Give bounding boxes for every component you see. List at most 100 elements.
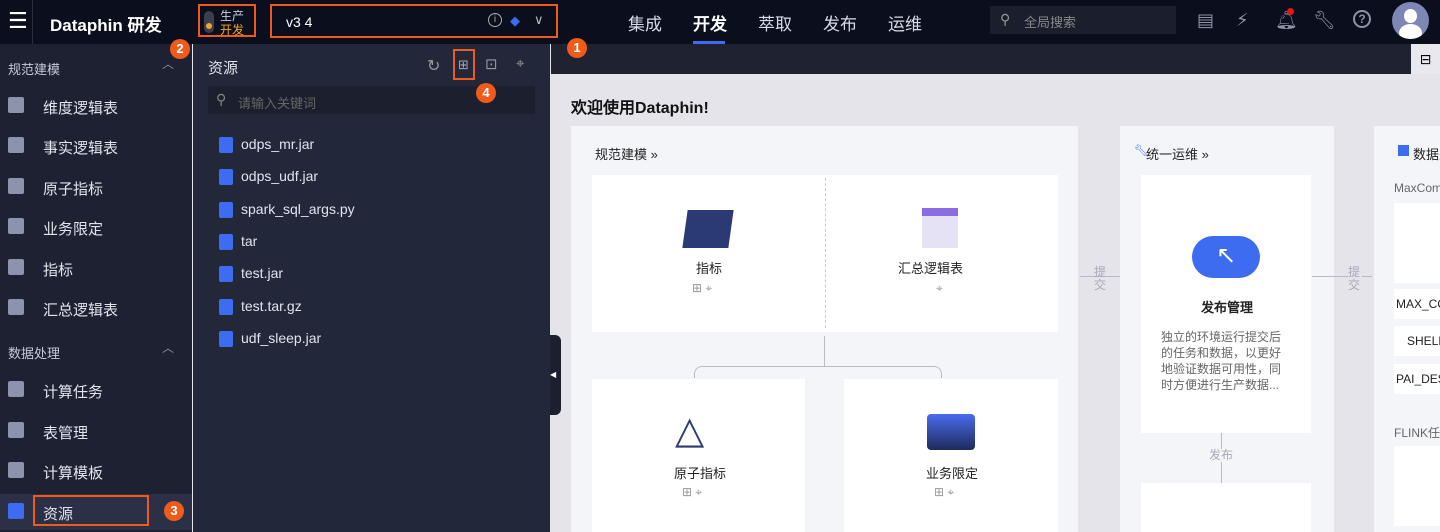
terminal-icon bbox=[1398, 145, 1409, 156]
section-modeling[interactable]: 规范建模 bbox=[8, 62, 61, 77]
file-icon bbox=[219, 169, 233, 185]
chevron-up-icon[interactable]: ︿ bbox=[162, 57, 175, 71]
file-plus-icon: ⊞ bbox=[458, 57, 469, 72]
info-icon[interactable]: i bbox=[488, 13, 502, 27]
data-title[interactable]: 数据处 bbox=[1413, 147, 1440, 162]
file-icon bbox=[219, 299, 233, 315]
chevron-down-icon[interactable]: ∨ bbox=[534, 12, 544, 27]
top-bar: ☰ Dataphin 研发 生产 开发 v3 4 i ◆ ∨ 集成 开发 萃取 … bbox=[0, 0, 1440, 44]
summary-icon bbox=[922, 208, 958, 248]
refresh-icon[interactable]: ↻ bbox=[427, 58, 441, 75]
add-icon[interactable]: ⊞ ⌖ bbox=[682, 485, 703, 499]
locate-icon[interactable]: ⌖ bbox=[516, 55, 525, 72]
task-type[interactable]: MAX_CO bbox=[1396, 297, 1440, 311]
maxcompute-label: MaxCom bbox=[1394, 181, 1440, 195]
sidebar-item-resource[interactable]: 资源 bbox=[0, 494, 192, 530]
section-processing[interactable]: 数据处理 bbox=[8, 346, 61, 361]
file-icon bbox=[219, 234, 233, 250]
nav-develop[interactable]: 开发 bbox=[693, 15, 727, 34]
wrench-icon: 🔧︎ bbox=[1134, 145, 1148, 157]
help-icon[interactable]: ? bbox=[1353, 10, 1371, 28]
summary-label[interactable]: 汇总逻辑表 bbox=[898, 261, 964, 276]
chevron-up-icon[interactable]: ︿ bbox=[162, 341, 175, 355]
cloud-publish-icon: ↖ bbox=[1192, 236, 1260, 278]
env-switch[interactable]: 生产 开发 bbox=[198, 4, 256, 37]
atomic-icon: △ bbox=[675, 410, 705, 452]
atomic-icon bbox=[8, 178, 24, 194]
nav-extract[interactable]: 萃取 bbox=[758, 15, 792, 34]
flink-label: FLINK任 bbox=[1394, 426, 1440, 440]
badge-3: 3 bbox=[164, 501, 184, 521]
sidebar: 规范建模 ︿ 维度逻辑表 事实逻辑表 原子指标 业务限定 指标 汇总逻辑表 数据… bbox=[0, 44, 192, 532]
avatar[interactable] bbox=[1392, 2, 1429, 39]
folder-plus-icon[interactable]: ⊡ bbox=[485, 56, 498, 73]
env-prod: 生产 bbox=[220, 9, 245, 23]
sidebar-item-summary[interactable]: 汇总逻辑表 bbox=[0, 290, 192, 326]
project-select[interactable]: v3 4 i ◆ ∨ bbox=[270, 4, 558, 38]
hamburger-icon[interactable]: ☰ bbox=[8, 8, 28, 33]
data-card: 数据处 MaxCom MAX_CO SHELL PAI_DES FLINK任 bbox=[1374, 126, 1440, 532]
table-icon bbox=[8, 422, 24, 438]
sidebar-item-fact[interactable]: 事实逻辑表 bbox=[0, 128, 192, 164]
fact-icon bbox=[8, 137, 24, 153]
new-file-button[interactable]: ⊞ bbox=[453, 49, 475, 80]
nav-ops[interactable]: 运维 bbox=[888, 15, 922, 34]
publish-label: 发布 bbox=[1209, 448, 1234, 462]
task-type[interactable]: PAI_DES bbox=[1396, 372, 1440, 386]
resource-panel: 资源 ↻ ⊞ ⊡ ⌖ ⚲ 请输入关键词 odps_mr.jar odps_udf… bbox=[193, 44, 550, 532]
file-icon bbox=[219, 266, 233, 282]
badge-2: 2 bbox=[170, 39, 190, 59]
search-icon: ⚲ bbox=[1000, 11, 1011, 27]
file-icon bbox=[219, 137, 233, 153]
metric-label[interactable]: 指标 bbox=[696, 261, 723, 276]
panel-title: 资源 bbox=[208, 60, 239, 77]
metric-icon bbox=[682, 210, 734, 248]
diamond-icon: ◆ bbox=[510, 13, 520, 28]
task-search-icon[interactable]: ▤ bbox=[1197, 10, 1215, 30]
welcome-title: 欢迎使用Dataphin! bbox=[571, 100, 709, 117]
tools-icon[interactable]: 🔧︎ bbox=[1313, 10, 1336, 30]
bell-icon[interactable]: 🔔︎ bbox=[1275, 10, 1298, 30]
ops-card: 统一运维 » 🔧︎ ↖ 发布管理 独立的环境运行提交后的任务和数据，以更好地验证… bbox=[1120, 126, 1334, 532]
sidebar-item-biz[interactable]: 业务限定 bbox=[0, 209, 192, 245]
modeling-card: 规范建模 » 指标 ⊞ ⌖ 汇总逻辑表 ⌖ △ 原子指标 ⊞ ⌖ 业务限定 ⊞ … bbox=[571, 126, 1078, 532]
search-icon: ⚲ bbox=[216, 91, 227, 107]
ops-desc: 独立的环境运行提交后的任务和数据，以更好地验证数据可用性，同时方便进行生产数据.… bbox=[1161, 330, 1282, 392]
biz-label[interactable]: 业务限定 bbox=[926, 466, 979, 481]
add-icon[interactable]: ⊞ ⌖ bbox=[934, 485, 955, 499]
project-name: v3 4 bbox=[286, 14, 313, 30]
env-dev: 开发 bbox=[220, 23, 245, 37]
badge-1: 1 bbox=[567, 38, 587, 58]
ops-title[interactable]: 统一运维 » bbox=[1146, 147, 1209, 162]
sidebar-item-table[interactable]: 表管理 bbox=[0, 413, 192, 449]
collapse-handle[interactable]: ◀ bbox=[550, 335, 561, 415]
global-search[interactable]: ⚲ 全局搜索 bbox=[990, 6, 1176, 34]
dimension-icon bbox=[8, 97, 24, 113]
app-title: Dataphin 研发 bbox=[50, 16, 162, 35]
search-placeholder: 全局搜索 bbox=[1024, 15, 1077, 30]
resource-icon bbox=[8, 503, 24, 519]
layers-icon bbox=[8, 218, 24, 234]
add-icon[interactable]: ⊞ ⌖ bbox=[692, 281, 713, 295]
nav-integrate[interactable]: 集成 bbox=[628, 15, 662, 34]
modeling-title[interactable]: 规范建模 » bbox=[595, 147, 658, 162]
sidebar-item-metric[interactable]: 指标 bbox=[0, 250, 192, 286]
sidebar-item-atomic[interactable]: 原子指标 bbox=[0, 169, 192, 205]
file-icon bbox=[219, 202, 233, 218]
submit-label: 提交 bbox=[1348, 265, 1362, 292]
alarm-icon[interactable]: ⚡ bbox=[1236, 10, 1249, 30]
outline-icon[interactable]: ⊟ bbox=[1411, 44, 1440, 74]
search-placeholder: 请输入关键词 bbox=[238, 96, 317, 111]
locate-icon[interactable]: ⌖ bbox=[936, 281, 943, 295]
nav-publish[interactable]: 发布 bbox=[823, 15, 857, 34]
publish-mgmt-label[interactable]: 发布管理 bbox=[1201, 300, 1254, 315]
terminal-icon bbox=[8, 381, 24, 397]
task-type[interactable]: SHELL bbox=[1407, 334, 1440, 348]
sidebar-item-task[interactable]: 计算任务 bbox=[0, 372, 192, 408]
submit-label: 提交 bbox=[1094, 265, 1107, 292]
sidebar-item-dim[interactable]: 维度逻辑表 bbox=[0, 88, 192, 124]
template-icon bbox=[8, 462, 24, 478]
chart-icon bbox=[8, 259, 24, 275]
sidebar-item-template[interactable]: 计算模板 bbox=[0, 453, 192, 489]
atomic-label[interactable]: 原子指标 bbox=[674, 466, 727, 481]
